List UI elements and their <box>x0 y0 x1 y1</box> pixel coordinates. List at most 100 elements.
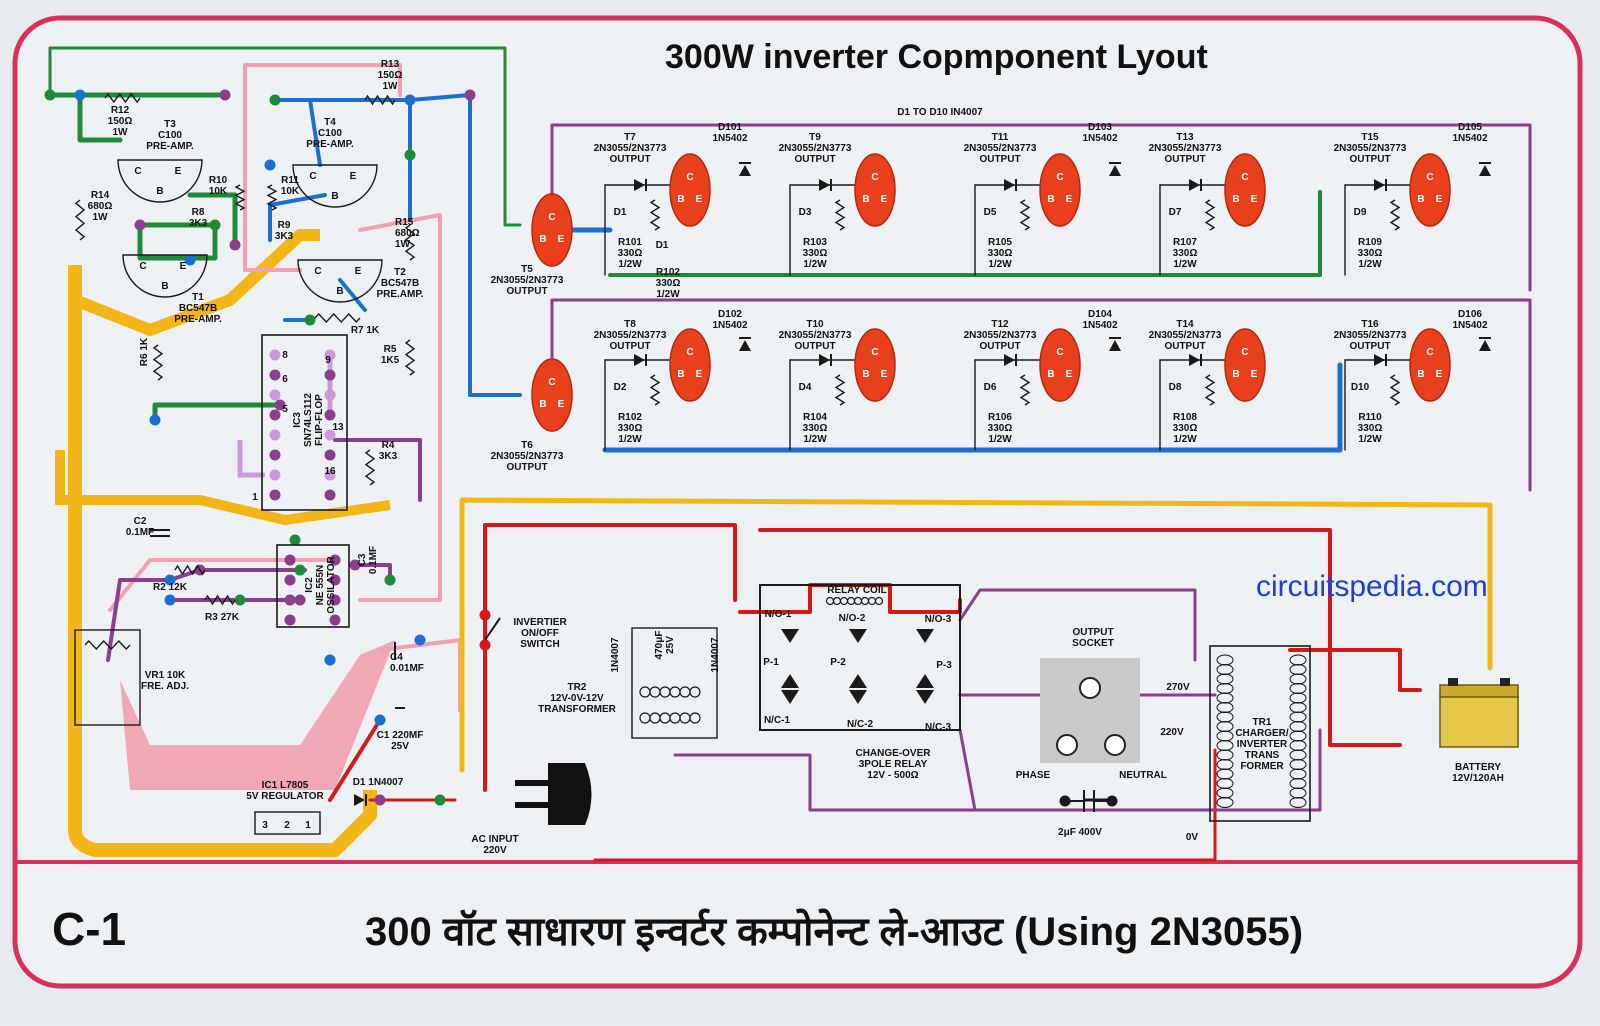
row2-d-label-0-line: D102 <box>718 309 742 320</box>
c1-label-line: C1 220MF <box>377 730 424 741</box>
yellow-ground-trace <box>68 265 377 857</box>
row1-diode-label-3: D7 <box>1169 207 1182 218</box>
green-base-bus-row1 <box>608 190 1322 277</box>
relay-p3-label: P-3 <box>936 660 952 671</box>
pad-4 <box>404 94 416 106</box>
r3-label-line: R3 27K <box>205 612 240 623</box>
relay-nc1-label-line: N/C-1 <box>764 715 791 726</box>
t3-transistor-pin-c-line: C <box>134 166 141 177</box>
row2-diode-label-3-line: D8 <box>1169 382 1182 393</box>
row2-r-label-1-line: 330Ω <box>803 423 828 434</box>
pad-5 <box>464 89 476 101</box>
switch-pad-2 <box>479 609 491 621</box>
row1-diode-label-4: D9 <box>1354 207 1367 218</box>
ic3-pin-1-label: 1 <box>252 492 258 503</box>
pad-14 <box>274 399 286 411</box>
battery-terminal-plus <box>1448 678 1458 686</box>
row1-dz-0 <box>739 165 751 176</box>
r12-label-line: 150Ω <box>108 116 133 127</box>
row1-diode-label-0: D1 <box>614 207 627 218</box>
row1-r-3 <box>1204 199 1216 231</box>
ic1-label-line: IC1 L7805 <box>262 780 309 791</box>
row2-t-0-pin-b: B <box>677 369 684 380</box>
row2-r-label-2-line: 330Ω <box>988 423 1013 434</box>
ic2-pin-5 <box>329 574 341 586</box>
switch-label-line: INVERTIER <box>513 617 567 628</box>
c3-label-line: 0.1MF <box>368 546 379 574</box>
row1-diode-3 <box>1189 179 1200 191</box>
ic1-pin-3: 3 <box>262 820 268 831</box>
cap-pad-1 <box>1059 795 1071 807</box>
row2-r-label-2-line: R106 <box>988 412 1012 423</box>
relay-nc1-label: N/C-1 <box>764 715 791 726</box>
ic3-label-line: IC3 <box>292 412 303 428</box>
r10-resistor <box>234 184 246 211</box>
row1-extra-label-0-line: D1 <box>656 240 669 251</box>
row1-t-label-3-line: 2N3055/2N3773 <box>1149 143 1222 154</box>
row2-d-label-0-line: 1N5402 <box>712 320 747 331</box>
row1-r-label-4-line: 1/2W <box>1358 259 1382 270</box>
footer-hindi-title: 300 वॉट साधारण इन्वर्टर कम्पोनेन्ट ले-आउ… <box>365 908 1303 954</box>
t6-label-line: OUTPUT <box>506 462 547 473</box>
row2-t-label-4-line: OUTPUT <box>1349 341 1390 352</box>
ic3-pin-12 <box>324 429 336 441</box>
purple-nc3-wire <box>958 728 1322 812</box>
t3-label-line: T3 <box>164 119 176 130</box>
c1-label-line: 25V <box>391 741 409 752</box>
t3-transistor-pin-b-line: B <box>156 186 163 197</box>
ic3-flipflop-chip <box>261 334 348 511</box>
ic2-label-line: IC2 <box>304 577 315 593</box>
red-switch-wire <box>483 523 737 792</box>
pad-27 <box>384 574 396 586</box>
row2-diode-label-2-line: D6 <box>984 382 997 393</box>
t1-label-line: PRE-AMP. <box>174 314 222 325</box>
vr1-label-line: VR1 10K <box>145 670 186 681</box>
pad-7 <box>264 159 276 171</box>
pink-pad-area <box>120 640 395 790</box>
pad-20 <box>294 594 306 606</box>
row1-t-4 <box>1409 153 1451 227</box>
t5-transistor-pin-b: B <box>539 234 546 245</box>
pad-0 <box>44 89 56 101</box>
row1-r-label-3-line: 330Ω <box>1173 248 1198 259</box>
row1-diode-label-4-line: D9 <box>1354 207 1367 218</box>
relay-no-contact-0 <box>781 629 799 643</box>
t3-transistor-pin-b: B <box>156 186 163 197</box>
yellow-battery-wire <box>459 497 1493 773</box>
pad-2 <box>219 89 231 101</box>
row2-r-3 <box>1204 374 1216 406</box>
neutral-label-line: NEUTRAL <box>1119 770 1167 781</box>
r3-label: R3 27K <box>205 612 240 623</box>
pink-trace-4 <box>108 558 332 612</box>
relay-p-contact-up-2 <box>916 674 934 688</box>
tr2-coil-top-5 <box>689 686 701 698</box>
row1-d-label-4-line: 1N5402 <box>1452 133 1487 144</box>
pad-21 <box>234 594 246 606</box>
t1-transistor <box>122 254 208 298</box>
ic3-pin-16-label-line: 16 <box>324 466 336 477</box>
relay-p-contact-up-1 <box>849 674 867 688</box>
ic2-pin-4 <box>329 554 341 566</box>
inverter-switch <box>484 617 501 641</box>
ic3-pin-13-label-line: 13 <box>332 422 344 433</box>
relay-p-contact-down-0 <box>781 690 799 704</box>
r8-label-line: R8 <box>192 207 205 218</box>
t1-transistor-pin-b-line: B <box>161 281 168 292</box>
row2-r-label-2-line: 1/2W <box>988 434 1012 445</box>
row1-t-4-pin-c: C <box>1426 172 1433 183</box>
r15-resistor <box>404 224 416 261</box>
battery-body <box>1439 694 1519 748</box>
row2-dz-0 <box>739 340 751 351</box>
v270-label: 270V <box>1166 682 1190 693</box>
tr2-label-line: 12V-0V-12V <box>550 693 604 704</box>
row2-t-3-pin-e: E <box>1251 369 1258 380</box>
row2-r-label-4-line: 1/2W <box>1358 434 1382 445</box>
ic3-pin-9 <box>324 369 336 381</box>
